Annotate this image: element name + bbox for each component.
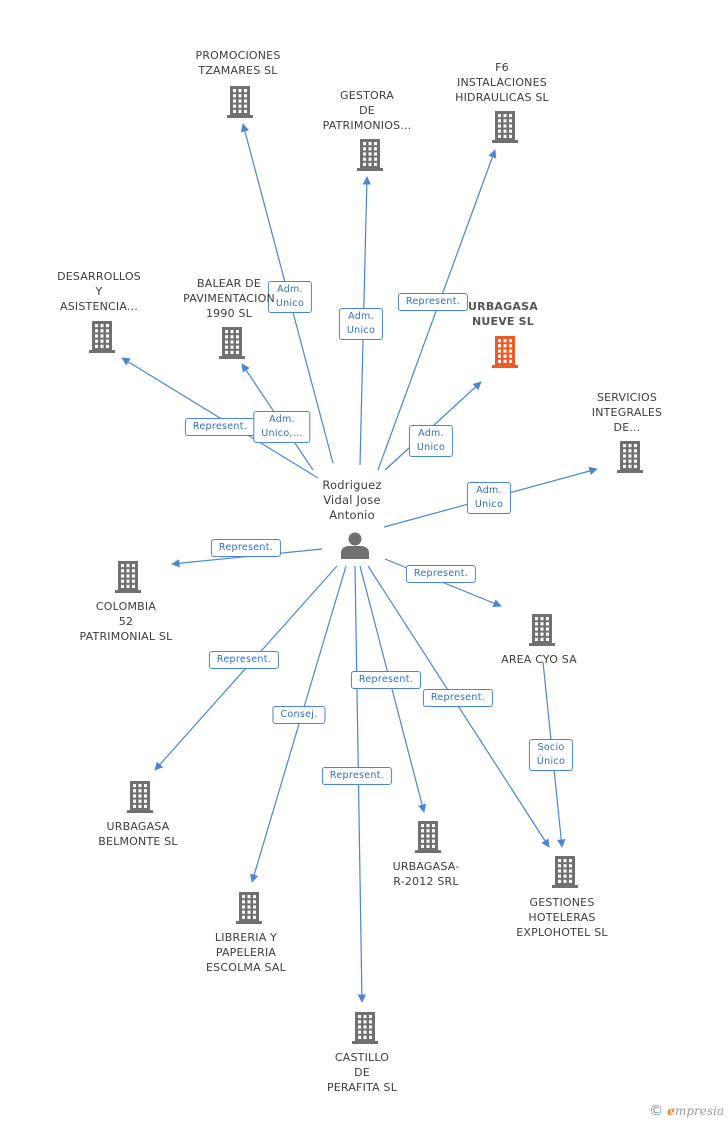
edge-label-belmonte[interactable]: Represent. — [208, 651, 280, 669]
node-label-colombia[interactable]: COLOMBIA 52 PATRIMONIAL SL — [79, 600, 173, 643]
edge-label-gestiones[interactable]: Socio Único — [528, 739, 574, 771]
node-label-belmonte[interactable]: URBAGASA BELMONTE SL — [98, 820, 178, 848]
edge-label-f6[interactable]: Represent. — [397, 293, 469, 311]
edge-label-servicios[interactable]: Adm. Unico — [466, 482, 512, 514]
empresia-logo[interactable]: empresia — [667, 1104, 724, 1118]
building-icon[interactable] — [492, 111, 518, 143]
node-label-promociones[interactable]: PROMOCIONES TZAMARES SL — [195, 49, 281, 77]
edge-label-gestiones[interactable]: Represent. — [422, 689, 494, 707]
node-label-castillo[interactable]: CASTILLO DE PERAFITA SL — [326, 1051, 398, 1094]
person-icon[interactable] — [341, 532, 369, 560]
footer: © empresia — [649, 1103, 724, 1119]
building-icon[interactable] — [529, 614, 555, 646]
edge-label-libreria[interactable]: Consej. — [272, 706, 326, 724]
building-icon[interactable] — [617, 441, 643, 473]
node-label-libreria[interactable]: LIBRERIA Y PAPELERIA ESCOLMA SAL — [206, 931, 286, 974]
node-label-gestora[interactable]: GESTORA DE PATRIMONIOS... — [322, 89, 412, 132]
building-icon[interactable] — [236, 892, 262, 924]
building-icon[interactable] — [357, 139, 383, 171]
node-label-area[interactable]: AREA CYO SA — [501, 653, 577, 666]
building-icon[interactable] — [415, 821, 441, 853]
edge-label-castillo[interactable]: Represent. — [321, 767, 393, 785]
building-icon[interactable] — [352, 1012, 378, 1044]
edge-label-desarrollos[interactable]: Represent. — [184, 418, 256, 436]
building-icon[interactable] — [227, 86, 253, 118]
building-icon[interactable] — [115, 561, 141, 593]
node-label-f6[interactable]: F6 INSTALACIONES HIDRAULICAS SL — [455, 61, 549, 104]
edge-label-balear[interactable]: Adm. Unico,... — [253, 411, 311, 443]
edge-label-gestora[interactable]: Adm. Unico — [338, 308, 384, 340]
edge-label-colombia[interactable]: Represent. — [210, 539, 282, 557]
node-label-servicios[interactable]: SERVICIOS INTEGRALES DE... — [591, 391, 663, 434]
center-person-label[interactable]: Rodriguez Vidal Jose Antonio — [322, 478, 382, 522]
node-label-gestiones[interactable]: GESTIONES HOTELERAS EXPLOHOTEL SL — [516, 896, 608, 939]
edge-label-area[interactable]: Represent. — [405, 565, 477, 583]
edge-label-urbagasa-nueve[interactable]: Adm. Unico — [408, 425, 454, 457]
node-label-balear[interactable]: BALEAR DE PAVIMENTACION 1990 SL — [183, 277, 275, 320]
building-icon[interactable] — [219, 327, 245, 359]
building-icon[interactable] — [127, 781, 153, 813]
building-icon[interactable] — [552, 856, 578, 888]
building-icon[interactable] — [492, 336, 518, 368]
edge-center-to-r2012 — [359, 565, 427, 813]
node-label-urbagasa-nueve[interactable]: URBAGASA NUEVE SL — [468, 300, 538, 328]
building-icon[interactable] — [89, 321, 115, 353]
edge-center-to-libreria — [250, 565, 347, 883]
node-label-r2012[interactable]: URBAGASA- R-2012 SRL — [392, 860, 460, 888]
node-label-desarrollos[interactable]: DESARROLLOS Y ASISTENCIA... — [57, 270, 141, 313]
edge-label-r2012[interactable]: Represent. — [350, 671, 422, 689]
edge-label-promociones[interactable]: Adm. Unico — [267, 281, 313, 313]
copyright-symbol: © — [649, 1103, 664, 1119]
